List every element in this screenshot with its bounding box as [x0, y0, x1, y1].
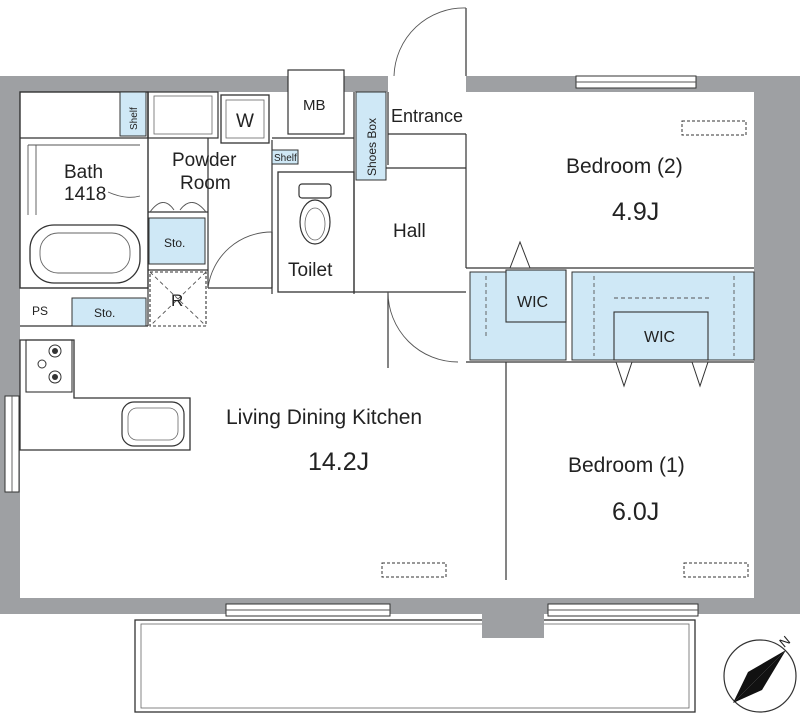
bedroom1-size-label: 6.0J — [612, 498, 659, 526]
storage-lower — [71, 297, 147, 327]
refrigerator-label: R — [171, 291, 183, 310]
refrigerator-space — [149, 271, 207, 327]
bathtub — [27, 144, 141, 284]
powder-room-label-1: Powder — [172, 150, 237, 171]
storage-lower-label: Sto. — [94, 306, 115, 320]
wic-left-label: WIC — [517, 294, 548, 311]
wic-right-label: WIC — [644, 329, 675, 346]
stove-icon — [37, 344, 62, 384]
doors — [149, 7, 467, 368]
sink-icon — [121, 401, 185, 447]
shoes-box — [355, 91, 387, 181]
storage-upper-label: Sto. — [164, 236, 185, 250]
powder-room-label-2: Room — [180, 173, 231, 194]
meter-box-label: MB — [303, 97, 326, 114]
shelf-right-label: Shelf — [274, 153, 297, 164]
balcony — [134, 619, 696, 713]
entrance-label: Entrance — [391, 106, 463, 126]
entrance-opening — [388, 70, 466, 94]
toilet-fixture — [298, 183, 332, 245]
shelf-right — [271, 149, 299, 165]
pipe-space-label: PS — [32, 304, 48, 318]
shelf-left — [119, 91, 147, 137]
bedroom2-size-label: 4.9J — [612, 198, 659, 226]
north-compass — [723, 639, 797, 713]
bedroom1-label: Bedroom (1) — [568, 454, 685, 477]
meter-box — [287, 69, 345, 135]
shelf-left-label: Shelf — [129, 107, 140, 130]
ldk-aircon — [381, 562, 447, 578]
bath-label: Bath — [64, 162, 103, 183]
bath-leader-line — [107, 191, 141, 198]
washing-machine — [220, 94, 270, 144]
wic-area — [469, 240, 755, 388]
washer-label: W — [236, 111, 254, 132]
storage-upper — [148, 217, 206, 265]
kitchen-counter — [19, 339, 191, 451]
interior-walls — [19, 91, 754, 580]
bath-size-label: 1418 — [64, 184, 106, 205]
compass-north-label: N — [776, 633, 793, 651]
bedroom1-aircon — [683, 562, 749, 578]
shoes-box-label: Shoes Box — [365, 118, 379, 176]
ldk-label: Living Dining Kitchen — [226, 406, 422, 429]
toilet-label: Toilet — [288, 260, 333, 281]
ldk-size-label: 14.2J — [308, 448, 369, 476]
hall-label: Hall — [393, 221, 426, 242]
bedroom2-aircon — [681, 120, 747, 136]
windows — [4, 75, 699, 617]
bedroom2-label: Bedroom (2) — [566, 155, 683, 178]
